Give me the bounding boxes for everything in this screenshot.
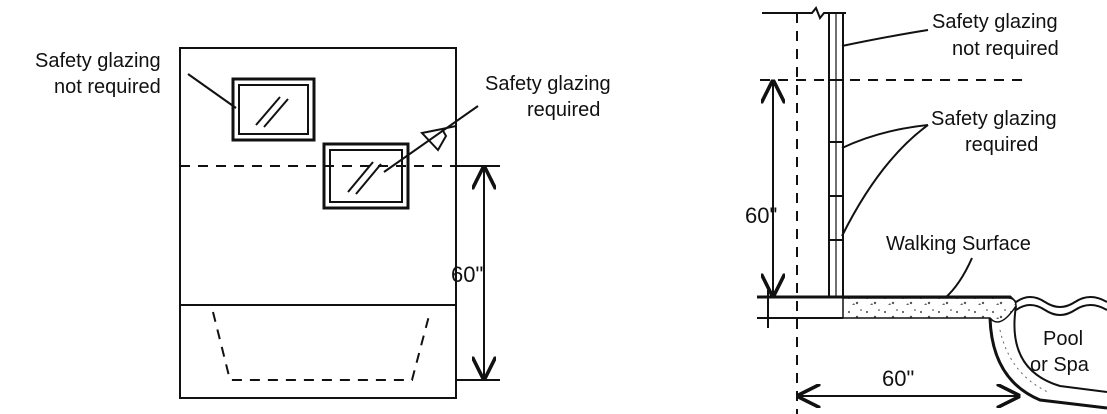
bathtub-outline — [212, 311, 431, 381]
leader-required-right-2 — [841, 124, 929, 237]
leader-walking-surface — [944, 257, 973, 299]
dimension-horizontal-label: 60" — [882, 366, 914, 391]
glazing-wall — [828, 12, 844, 298]
dimension-label: 60" — [451, 262, 483, 287]
leader-not-required — [187, 73, 237, 109]
label-required-line2: required — [527, 99, 600, 121]
right-label-not-required-line2: not required — [952, 38, 1059, 60]
right-label-not-required-line1: Safety glazing — [932, 11, 1058, 33]
leader-required-right-1 — [841, 124, 929, 149]
label-pool-line2: or Spa — [1030, 354, 1090, 376]
right-label-required-line1: Safety glazing — [931, 108, 1057, 130]
water-surface-wave — [1015, 296, 1107, 308]
right-label-required-line2: required — [965, 134, 1038, 156]
right-figure: Safety glazing not required Safety glazi… — [745, 6, 1107, 414]
shower-head-icon — [420, 125, 457, 152]
window-required — [322, 142, 410, 210]
label-not-required-line1: Safety glazing — [35, 50, 161, 72]
label-pool-line1: Pool — [1043, 328, 1083, 350]
pool-wall-inner — [1013, 305, 1107, 393]
pool-wall-outer — [988, 317, 1107, 410]
dimension-vertical-label-right: 60" — [745, 203, 777, 228]
label-walking-surface: Walking Surface — [886, 233, 1031, 255]
wall-elevation — [179, 47, 457, 399]
label-not-required-line2: not required — [54, 76, 161, 98]
window-not-required — [231, 77, 316, 142]
leader-not-required-right — [841, 29, 929, 47]
label-required-line1: Safety glazing — [485, 73, 611, 95]
leader-required — [383, 105, 479, 173]
break-line — [762, 6, 846, 20]
left-figure: Safety glazing not required Safety glazi… — [35, 47, 611, 399]
